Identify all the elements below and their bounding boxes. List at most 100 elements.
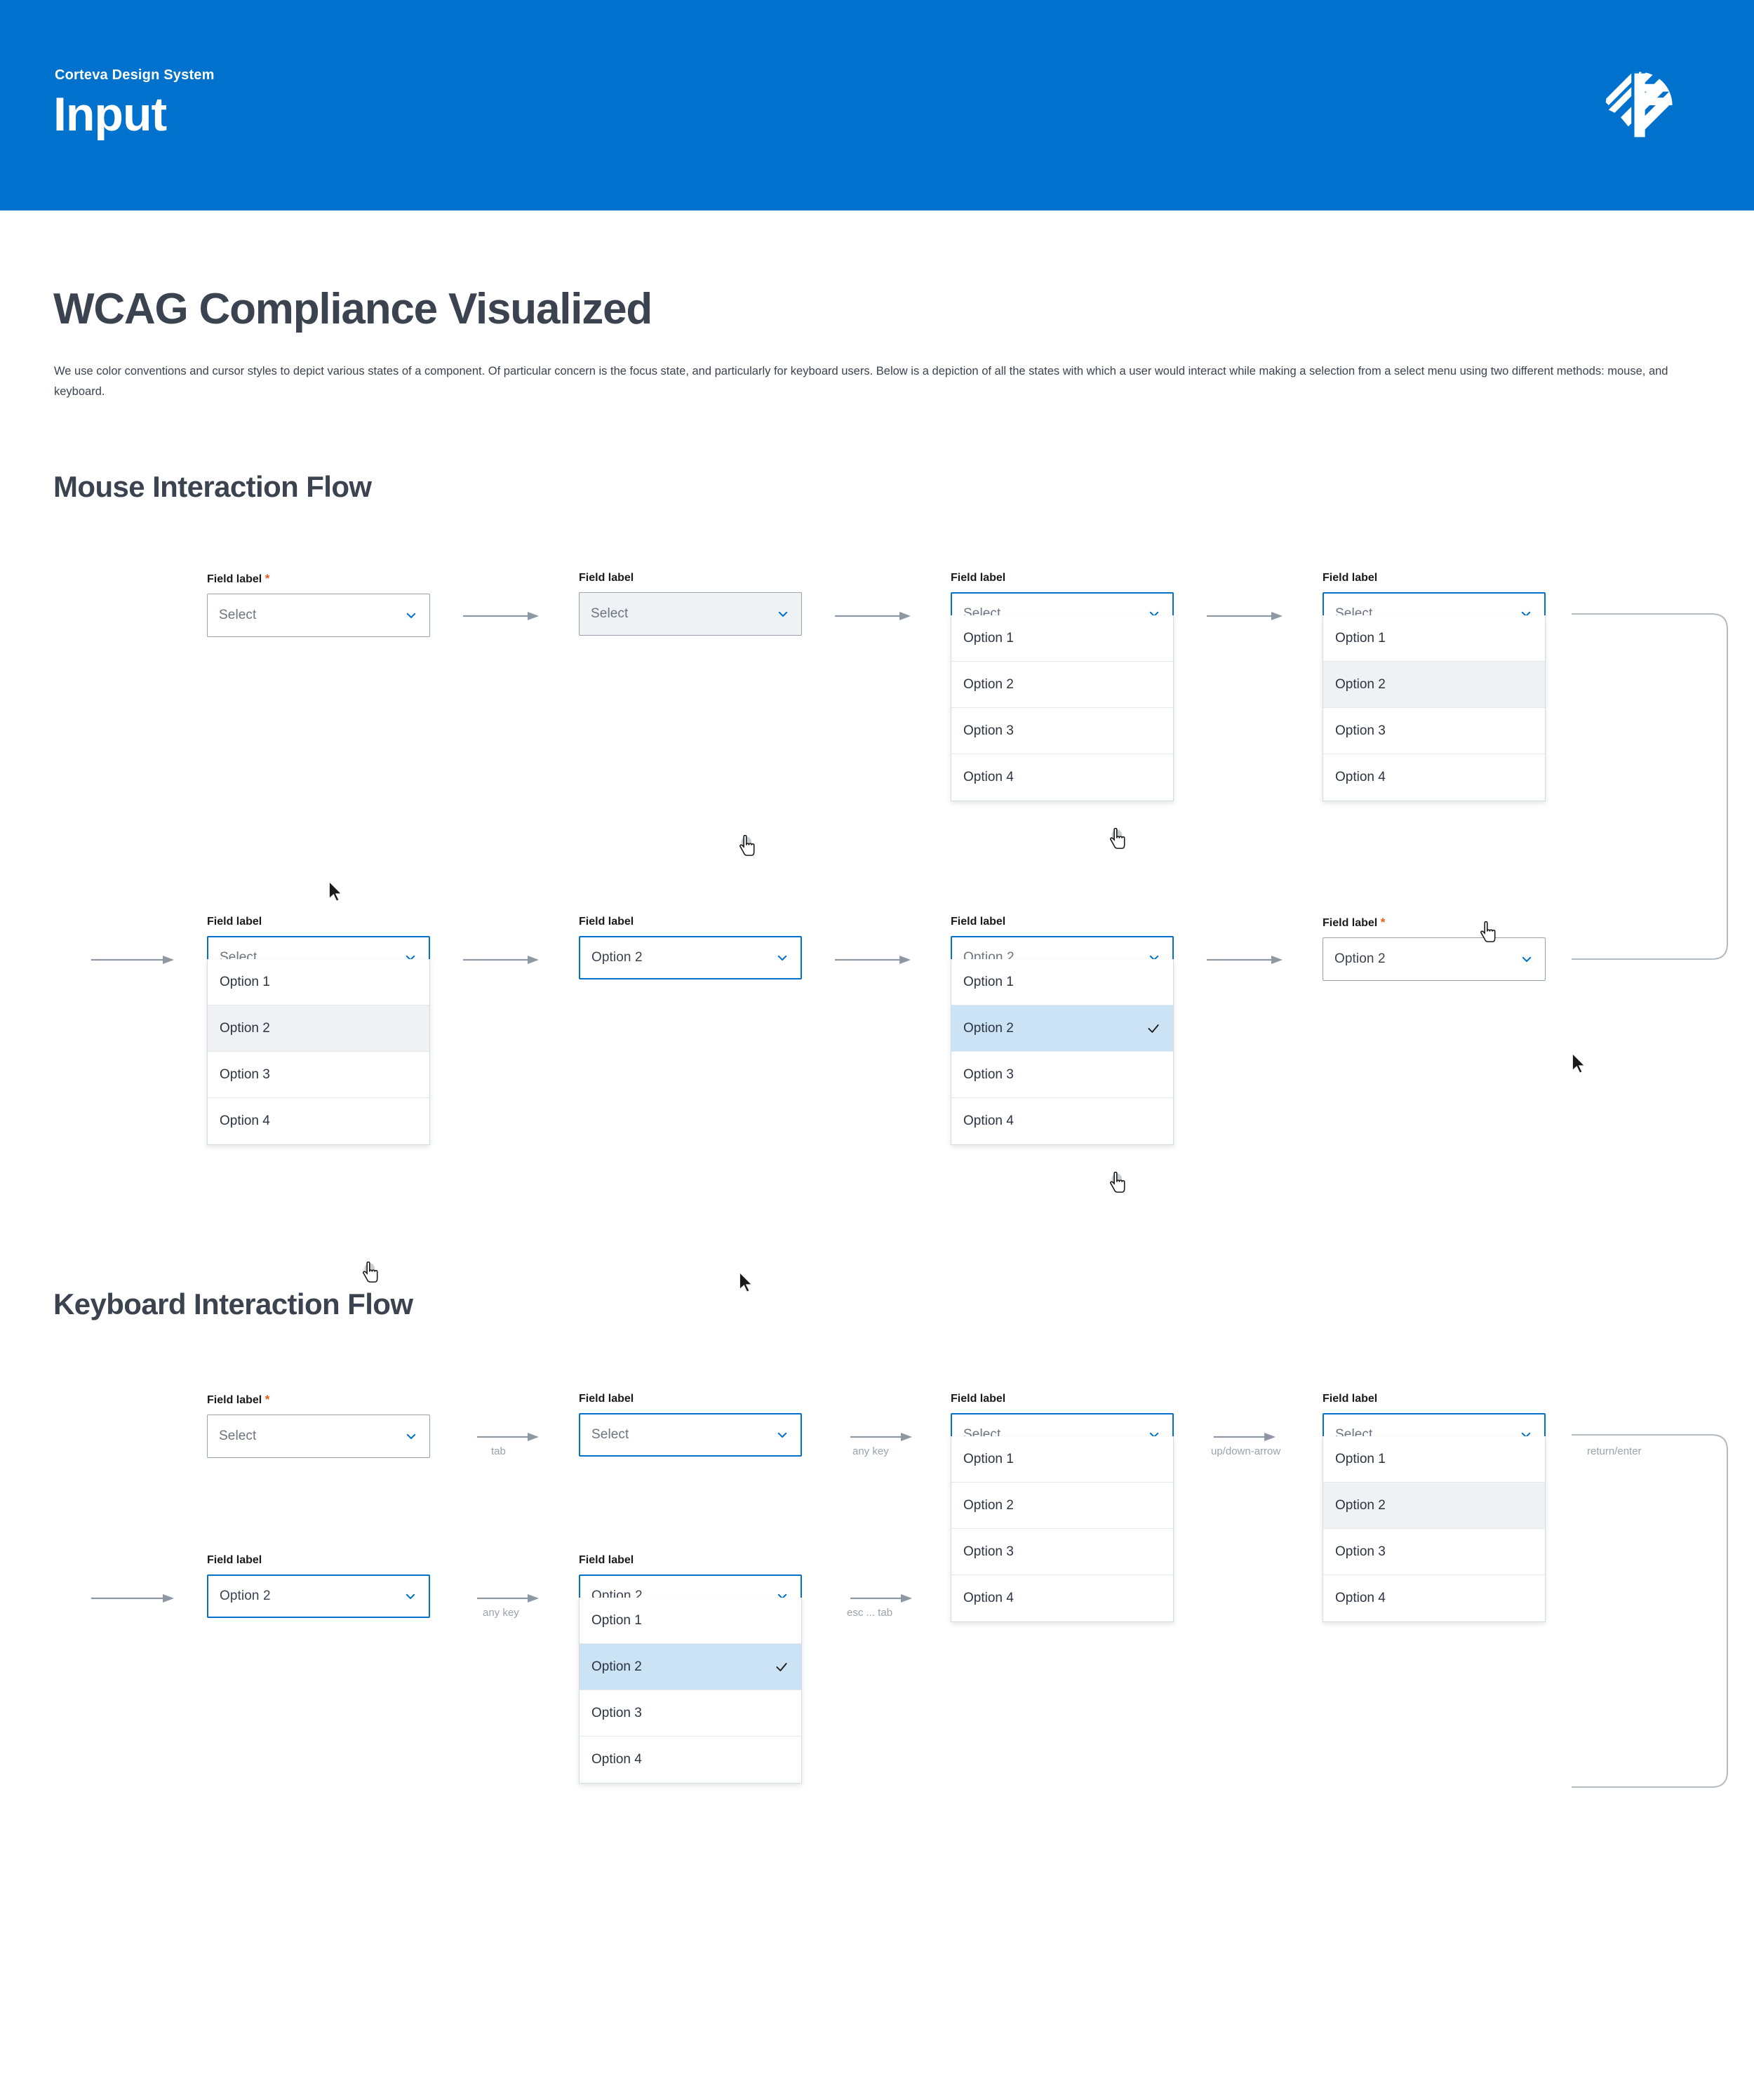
flow-arrow bbox=[477, 1433, 539, 1441]
flow-arrow bbox=[850, 1594, 912, 1603]
mouse-r2-field-3: Field label Option 2 Option 1 Option 2 O… bbox=[951, 916, 1174, 1145]
select-value: Option 2 bbox=[591, 950, 643, 965]
list-item[interactable]: Option 3 bbox=[580, 1690, 801, 1737]
flow-arrow bbox=[91, 1594, 174, 1603]
flow-arrow bbox=[91, 956, 174, 964]
list-item[interactable]: Option 4 bbox=[1323, 1575, 1545, 1621]
check-icon bbox=[1148, 1024, 1159, 1033]
list-item[interactable]: Option 3 bbox=[951, 1052, 1173, 1098]
kb-r1-field-2: Field label Select bbox=[579, 1393, 802, 1457]
list-item[interactable]: Option 2 bbox=[1323, 1483, 1545, 1529]
list-item[interactable]: Option 4 bbox=[208, 1098, 429, 1144]
flow-arrow bbox=[850, 1433, 912, 1441]
mouse-cursor-arrow bbox=[1572, 1052, 1586, 1074]
key-caption-return-enter: return/enter bbox=[1587, 1445, 1642, 1457]
list-item[interactable]: Option 2 bbox=[208, 1005, 429, 1052]
field-label: Field label bbox=[951, 572, 1006, 584]
list-item[interactable]: Option 4 bbox=[951, 1575, 1173, 1621]
required-marker: * bbox=[1380, 916, 1386, 929]
list-item[interactable]: Option 2 bbox=[951, 662, 1173, 708]
field-label: Field label bbox=[579, 1393, 634, 1405]
dropdown-menu[interactable]: Option 1 Option 2 Option 3 Option 4 bbox=[951, 959, 1174, 1145]
field-label: Field label bbox=[579, 1554, 634, 1566]
brand-eyebrow: Corteva Design System bbox=[55, 67, 215, 83]
list-item[interactable]: Option 3 bbox=[1323, 1529, 1545, 1575]
select-trigger[interactable]: Select bbox=[207, 594, 430, 637]
flow-arrow bbox=[1207, 956, 1283, 964]
list-item[interactable]: Option 3 bbox=[951, 1529, 1173, 1575]
flow-arrow bbox=[835, 956, 911, 964]
key-caption-esc-tab: esc ... tab bbox=[847, 1607, 893, 1619]
chevron-down-icon bbox=[406, 1433, 416, 1439]
dropdown-menu[interactable]: Option 1 Option 2 Option 3 Option 4 bbox=[207, 959, 430, 1145]
list-item[interactable]: Option 1 bbox=[580, 1598, 801, 1644]
list-item[interactable]: Option 1 bbox=[1323, 1436, 1545, 1483]
required-marker: * bbox=[265, 572, 270, 585]
kb-r1-field-4: Field label Select Option 1 Option 2 Opt… bbox=[1323, 1393, 1546, 1622]
list-item[interactable]: Option 4 bbox=[951, 754, 1173, 801]
page-title: Input bbox=[53, 88, 167, 141]
select-trigger[interactable]: Option 2 bbox=[207, 1574, 430, 1618]
list-item[interactable]: Option 1 bbox=[1323, 615, 1545, 662]
list-item[interactable]: Option 2 bbox=[580, 1644, 801, 1690]
flow-wrap-connector bbox=[1572, 1434, 1728, 1788]
dropdown-menu[interactable]: Option 1 Option 2 Option 3 Option 4 bbox=[951, 1436, 1174, 1622]
key-caption-any-key: any key bbox=[852, 1445, 889, 1457]
mouse-cursor-pointer bbox=[1109, 1172, 1125, 1193]
flow-arrow bbox=[835, 612, 911, 620]
list-item[interactable]: Option 4 bbox=[580, 1737, 801, 1783]
list-item[interactable]: Option 3 bbox=[951, 708, 1173, 754]
intro-paragraph: We use color conventions and cursor styl… bbox=[54, 365, 1668, 398]
mouse-r2-field-1: Field label Select Option 1 Option 2 Opt… bbox=[207, 916, 430, 1145]
list-item[interactable]: Option 1 bbox=[951, 1436, 1173, 1483]
dropdown-menu[interactable]: Option 1 Option 2 Option 3 Option 4 bbox=[1323, 615, 1546, 801]
check-icon bbox=[776, 1662, 787, 1671]
list-item[interactable]: Option 3 bbox=[208, 1052, 429, 1098]
select-trigger[interactable]: Select bbox=[579, 592, 802, 636]
select-trigger[interactable]: Select bbox=[207, 1415, 430, 1458]
select-trigger[interactable]: Select bbox=[579, 1413, 802, 1457]
key-caption-any-key: any key bbox=[483, 1607, 519, 1619]
kb-r1-field-1: Field label * Select bbox=[207, 1393, 430, 1458]
dropdown-menu[interactable]: Option 1 Option 2 Option 3 Option 4 bbox=[951, 615, 1174, 801]
list-item-label: Option 2 bbox=[963, 1020, 1014, 1036]
select-trigger[interactable]: Option 2 bbox=[579, 936, 802, 979]
select-value: Option 2 bbox=[1334, 951, 1386, 966]
mouse-r2-field-2: Field label Option 2 bbox=[579, 916, 802, 979]
list-item[interactable]: Option 1 bbox=[208, 959, 429, 1005]
select-trigger[interactable]: Option 2 bbox=[1323, 937, 1546, 981]
flow-arrow bbox=[1214, 1433, 1276, 1441]
key-caption-tab: tab bbox=[491, 1445, 506, 1457]
list-item[interactable]: Option 4 bbox=[1323, 754, 1545, 801]
list-item[interactable]: Option 2 bbox=[951, 1483, 1173, 1529]
chevron-down-icon bbox=[777, 1432, 787, 1438]
list-item[interactable]: Option 3 bbox=[1323, 708, 1545, 754]
flow-arrow bbox=[463, 612, 539, 620]
section-heading-keyboard: Keyboard Interaction Flow bbox=[53, 1288, 413, 1320]
field-label: Field label bbox=[951, 916, 1006, 928]
chevron-down-icon bbox=[1522, 956, 1532, 962]
kb-r2-field-1: Field label Option 2 bbox=[207, 1554, 430, 1618]
field-label: Field label bbox=[579, 572, 634, 584]
list-item[interactable]: Option 1 bbox=[951, 959, 1173, 1005]
list-item-label: Option 2 bbox=[591, 1659, 642, 1674]
mouse-cursor-pointer bbox=[1480, 921, 1496, 942]
list-item[interactable]: Option 2 bbox=[1323, 662, 1545, 708]
list-item[interactable]: Option 2 bbox=[951, 1005, 1173, 1052]
page-main-heading: WCAG Compliance Visualized bbox=[53, 285, 652, 333]
mouse-r1-field-1: Field label * Select bbox=[207, 572, 430, 637]
select-value: Select bbox=[591, 1427, 629, 1442]
mouse-cursor-pointer bbox=[362, 1262, 378, 1283]
list-item[interactable]: Option 1 bbox=[951, 615, 1173, 662]
dropdown-menu[interactable]: Option 1 Option 2 Option 3 Option 4 bbox=[1323, 1436, 1546, 1622]
field-label: Field label bbox=[1323, 572, 1378, 584]
field-label: Field label bbox=[207, 916, 262, 928]
field-label: Field label bbox=[579, 916, 634, 928]
select-value: Option 2 bbox=[220, 1589, 271, 1603]
list-item[interactable]: Option 4 bbox=[951, 1098, 1173, 1144]
dropdown-menu[interactable]: Option 1 Option 2 Option 3 Option 4 bbox=[579, 1598, 802, 1784]
corteva-logo bbox=[1601, 67, 1677, 143]
field-label: Field label * bbox=[1323, 916, 1386, 929]
mouse-r1-field-3: Field label Select Option 1 Option 2 Opt… bbox=[951, 572, 1174, 801]
field-label: Field label bbox=[1323, 1393, 1378, 1405]
